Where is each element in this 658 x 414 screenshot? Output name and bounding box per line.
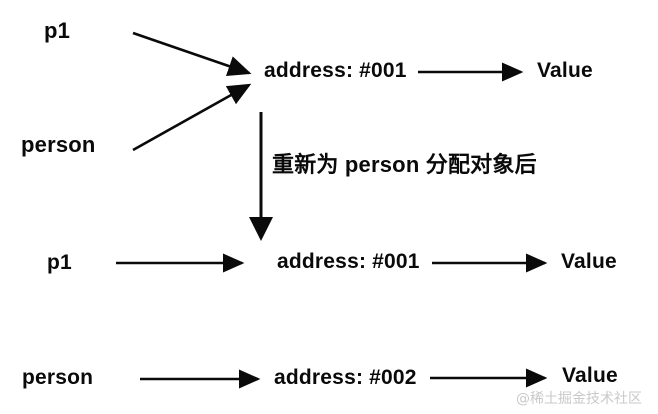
label-pointer-person-bottom: person xyxy=(22,366,94,389)
label-pointer-person-top: person xyxy=(21,132,96,157)
label-value-top: Value xyxy=(537,59,593,82)
label-pointer-p1-top: p1 xyxy=(44,18,71,43)
label-address-bottom: address: #002 xyxy=(274,366,417,389)
arrow-person-to-address-top xyxy=(132,83,252,152)
label-address-middle: address: #001 xyxy=(277,250,420,273)
watermark: @稀土掘金技术社区 xyxy=(516,391,642,407)
label-value-middle: Value xyxy=(561,250,617,273)
label-address-top: address: #001 xyxy=(264,59,407,82)
label-transition-caption: 重新为 person 分配对象后 xyxy=(272,152,537,177)
label-value-bottom: Value xyxy=(562,364,618,387)
label-pointer-p1-middle: p1 xyxy=(47,251,72,274)
arrow-p1-to-address-top xyxy=(132,31,252,77)
